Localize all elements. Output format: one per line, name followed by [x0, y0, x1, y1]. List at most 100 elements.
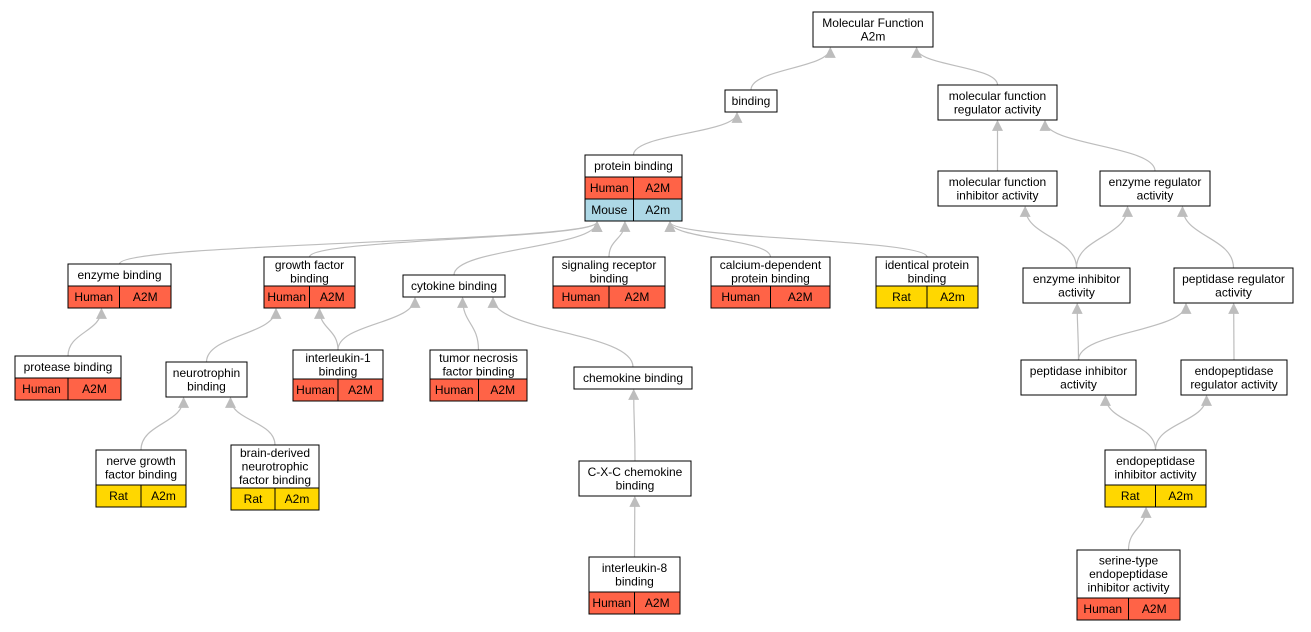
edge-eia-to-era [1075, 205, 1134, 269]
node-title-cell [937, 84, 1058, 121]
node-cb[interactable]: cytokine binding [402, 274, 506, 298]
node-label: C-X-C chemokine [588, 465, 683, 479]
edge-pb-to-binding [632, 111, 743, 156]
node-label: endopeptidase [1116, 454, 1195, 468]
node-title-cell [95, 449, 187, 486]
node-title-cell [1022, 267, 1131, 304]
gene-cell [478, 378, 528, 402]
species-label: Rat [109, 489, 128, 503]
node-title-cell [1173, 267, 1294, 304]
node-label: enzyme binding [77, 268, 161, 282]
gene-cell [926, 285, 979, 309]
node-label: molecular function [949, 175, 1046, 189]
node-label: peptidase regulator [1182, 272, 1285, 286]
gene-label: A2m [645, 203, 670, 217]
node-label: inhibitor activity [1114, 467, 1196, 481]
species-label: Human [22, 382, 61, 396]
species-label: Human [590, 181, 629, 195]
edge-cdpb-to-pb [664, 220, 772, 258]
node-label: tumor necrosis [439, 351, 518, 365]
node-label: activity [1060, 377, 1097, 391]
gene-label: A2M [1142, 602, 1167, 616]
edge-chb-to-cb [487, 296, 634, 368]
gene-label: A2M [645, 181, 670, 195]
node-title-cell [573, 366, 693, 390]
node-title-cell [588, 556, 681, 593]
edge-il1-to-gfb [313, 307, 339, 351]
node-label: signaling receptor [562, 258, 657, 272]
node-label: binding [187, 379, 226, 393]
node-title-cell [292, 349, 384, 380]
gene-label: A2M [82, 382, 107, 396]
gene-cell [119, 285, 172, 309]
node-label: interleukin-8 [602, 561, 668, 575]
node-title-cell [937, 170, 1058, 207]
node-label: Molecular Function [822, 16, 923, 30]
gene-label: A2M [348, 383, 373, 397]
node-label: activity [1137, 188, 1174, 202]
node-label: brain-derived [240, 446, 310, 460]
edge-ntb-to-gfb [205, 307, 282, 363]
node-label: binding [615, 574, 654, 588]
node-chb[interactable]: chemokine binding [573, 366, 693, 390]
gene-cell [337, 378, 384, 402]
edge-eia-to-mfia [1019, 205, 1078, 269]
edge-pra-to-era [1176, 205, 1235, 269]
node-label: activity [1058, 285, 1095, 299]
edge-il1-to-cb [337, 296, 421, 351]
species-label: Human [721, 290, 760, 304]
node-label: endopeptidase [1195, 364, 1274, 378]
node-title-cell [578, 460, 692, 497]
edge-step-to-epia [1127, 506, 1152, 551]
gene-cell [67, 377, 122, 401]
node-title-cell [429, 349, 528, 380]
gene-label: A2M [645, 596, 670, 610]
gene-cell [634, 591, 681, 615]
node-label: calcium-dependent [720, 258, 822, 272]
node-title-cell [1020, 359, 1137, 396]
node-label: protein binding [594, 159, 673, 173]
node-binding[interactable]: binding [724, 89, 778, 113]
edge-eb-to-pb [118, 220, 603, 265]
gene-cell [633, 198, 683, 222]
edge-ngf-to-ntb [140, 396, 190, 451]
edge-cxc-to-chb [628, 388, 640, 462]
node-label: identical protein [885, 258, 969, 272]
node-title-cell [1099, 170, 1211, 207]
species-label: Rat [244, 492, 263, 506]
gene-label: A2m [285, 492, 310, 506]
gene-cell [608, 285, 666, 309]
node-title-cell [263, 256, 356, 287]
edge-tnf-to-cb [457, 296, 480, 351]
species-label: Rat [892, 290, 911, 304]
node-title-cell [812, 11, 934, 48]
species-label: Human [435, 383, 474, 397]
node-title-cell [875, 256, 979, 287]
node-title-cell [724, 89, 778, 113]
